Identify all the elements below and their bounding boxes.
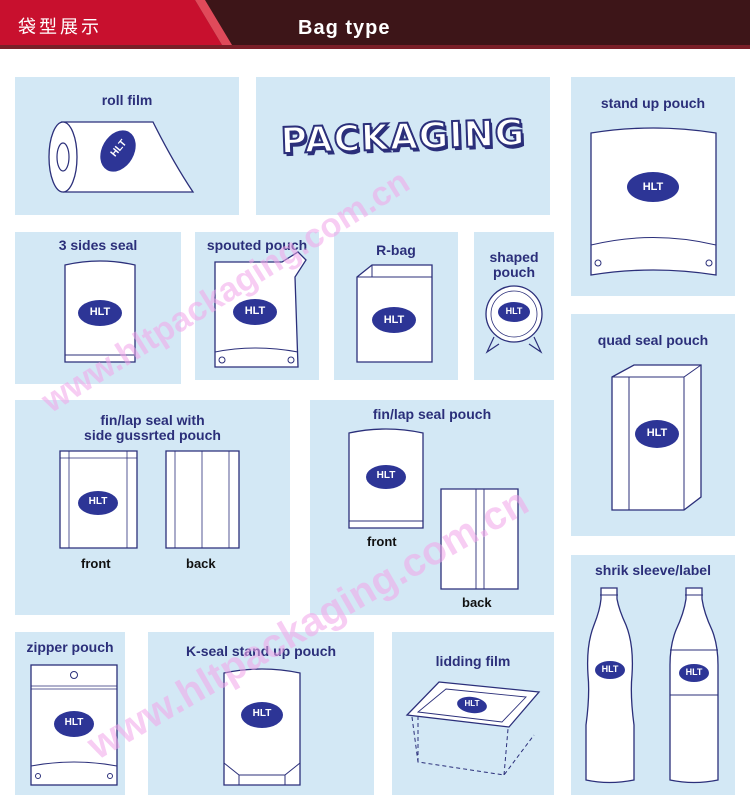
shrink-sleeve-label: shrik sleeve/label [595,562,711,578]
tile-roll-film: roll film HLT [15,77,239,215]
spouted-pouch-label: spouted pouch [206,237,308,253]
k-seal-illustration [223,668,301,786]
r-bag-logo: HLT [383,314,405,326]
fin-lap-gusset-front-logo: HLT [88,496,108,507]
lidding-film-logo: HLT [464,699,480,708]
fin-lap-gusset-back-illustration [165,450,240,549]
tile-zipper-pouch: zipper pouch HLT [15,632,125,795]
shaped-pouch-label-line2: pouch [493,264,535,280]
tile-stand-up-pouch: stand up pouch HLT [571,77,735,296]
roll-film-illustration [48,121,195,193]
3-sides-seal-illustration [64,260,136,363]
tile-shaped-pouch: shaped pouch HLT [474,232,554,380]
tile-lidding-film: lidding film HLT [392,632,554,795]
quad-seal-pouch-label: quad seal pouch [597,332,709,348]
header-title-chinese: 袋型展示 [18,17,102,38]
r-bag-illustration [356,264,433,363]
fin-lap-gusset-label-line2: side gussrted pouch [84,427,221,443]
spouted-pouch-illustration [214,251,307,368]
zipper-pouch-illustration [30,664,118,786]
shaped-pouch-logo: HLT [505,306,523,316]
shrink-sleeve-logo-left: HLT [601,664,619,674]
fin-lap-gusset-front-label: front [81,556,111,571]
header-title-english: Bag type [298,17,391,39]
spouted-pouch-logo: HLT [244,305,266,317]
roll-film-label: roll film [101,92,153,108]
stand-up-pouch-illustration [590,127,717,276]
quad-seal-pouch-illustration [611,364,702,511]
tile-fin-lap-gusset: fin/lap seal with side gussrted pouch HL… [15,400,290,615]
fin-lap-seal-front-logo: HLT [376,470,396,481]
k-seal-label: K-seal stand up pouch [185,643,337,659]
tile-r-bag: R-bag HLT [334,232,458,380]
k-seal-logo: HLT [252,708,272,719]
zipper-pouch-label: zipper pouch [26,639,114,655]
shaped-pouch-label-line1: shaped [489,249,539,265]
header-banner [0,0,750,49]
fin-lap-seal-back-label: back [462,595,492,610]
packaging-word: PACKAGING [279,112,527,164]
stand-up-pouch-label: stand up pouch [600,95,706,111]
r-bag-label: R-bag [376,242,416,258]
tile-packaging-title: PACKAGING [256,77,550,215]
3-sides-seal-label: 3 sides seal [58,237,138,253]
fin-lap-gusset-front-illustration [59,450,138,549]
tile-spouted-pouch: spouted pouch HLT [195,232,319,380]
tile-k-seal: K-seal stand up pouch HLT [148,632,374,795]
tile-quad-seal-pouch: quad seal pouch HLT [571,314,735,536]
tile-fin-lap-seal: fin/lap seal pouch HLT front back [310,400,554,615]
shaped-pouch-illustration [485,285,543,354]
lidding-film-label: lidding film [435,653,511,669]
shrink-sleeve-logo-right: HLT [685,667,703,677]
quad-seal-pouch-logo: HLT [646,427,668,439]
stand-up-pouch-logo: HLT [642,181,664,193]
zipper-pouch-logo: HLT [64,717,84,728]
fin-lap-seal-front-label: front [367,534,397,549]
fin-lap-seal-front-illustration [348,428,424,529]
fin-lap-seal-back-illustration [440,488,519,590]
tile-shrink-sleeve: shrik sleeve/label HLT HLT [571,555,735,795]
lidding-film-illustration [405,681,541,776]
fin-lap-gusset-back-label: back [186,556,216,571]
tile-3-sides-seal: 3 sides seal HLT [15,232,181,384]
3-sides-seal-logo: HLT [89,306,111,318]
fin-lap-gusset-label-line1: fin/lap seal with [100,412,205,428]
shrink-sleeve-illustration [585,587,719,784]
fin-lap-seal-label: fin/lap seal pouch [372,406,492,422]
section-header: 袋型展示 Bag type [0,0,750,52]
